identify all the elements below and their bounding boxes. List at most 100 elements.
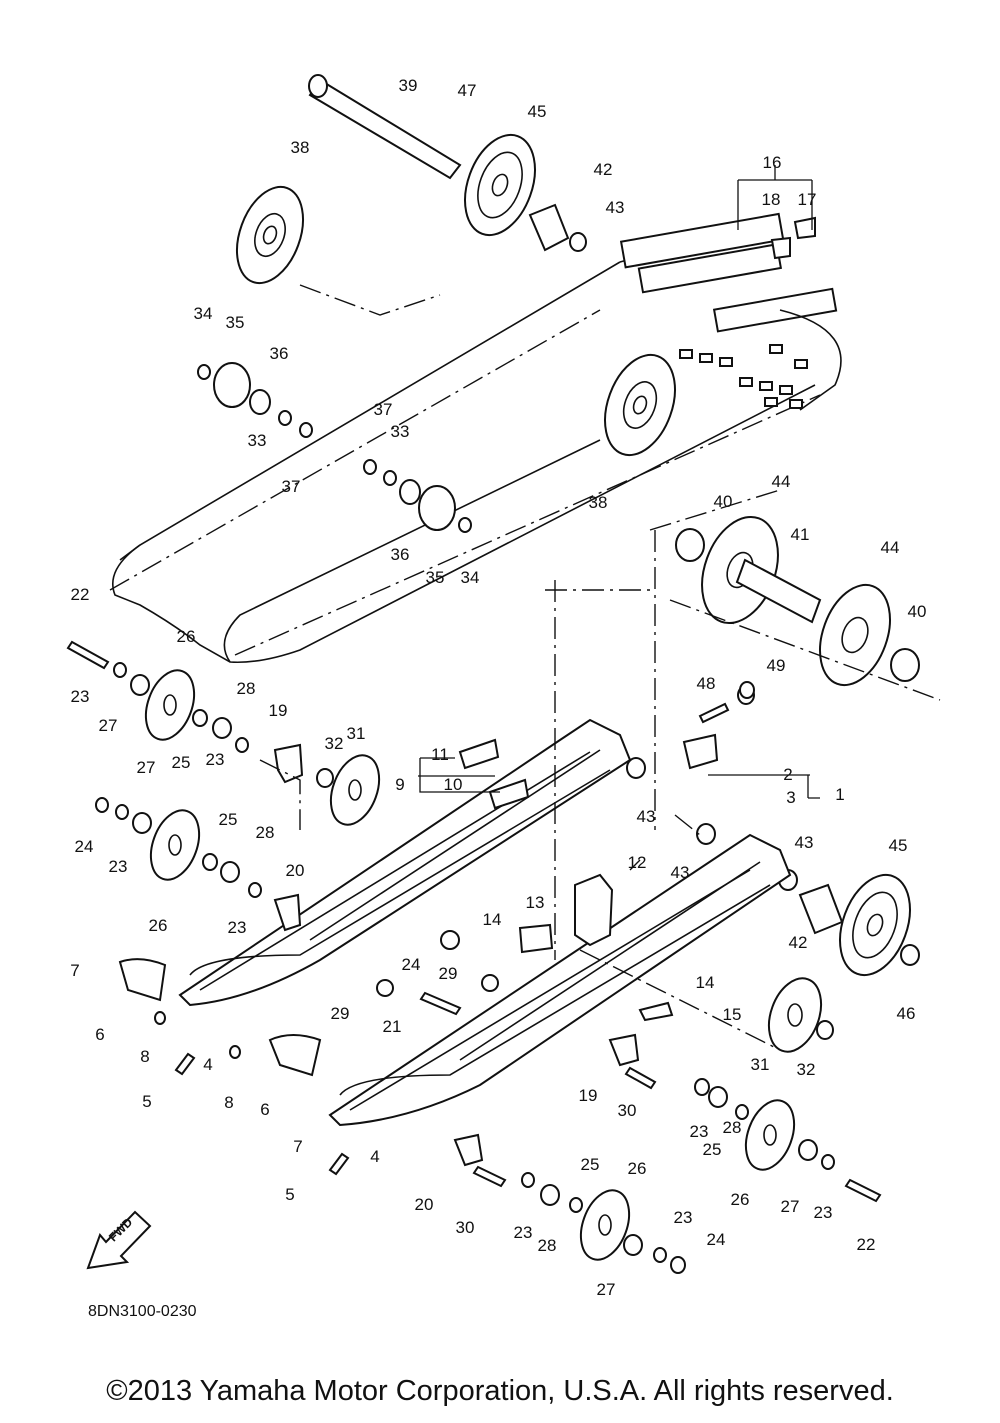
callout-19: 19 [269,701,288,720]
diagram-code: 8DN3100-0230 [88,1303,197,1320]
rear-wheel-45-upper [464,133,536,237]
callout-32: 32 [325,734,344,753]
callout-30: 30 [456,1218,475,1237]
wheel-31-lower [767,977,823,1053]
callout-14: 14 [483,910,502,929]
wheel-44-right [819,583,891,687]
callout-28: 28 [538,1236,557,1255]
washers [197,232,798,891]
callout-40: 40 [908,602,927,621]
callout-23: 23 [109,857,128,876]
callout-43: 43 [606,198,625,217]
wheel-26-lower-mid [579,1189,631,1261]
callout-42: 42 [789,933,808,952]
wheel-31-upper [329,754,381,826]
callout-23: 23 [71,687,90,706]
callout-48: 48 [697,674,716,693]
idler-wheel-38-lower [604,353,676,457]
callout-20: 20 [415,1195,434,1214]
collar-42-lower [798,883,844,935]
callout-10: 10 [444,775,463,794]
callout-13: 13 [526,893,545,912]
callout-27: 27 [781,1197,800,1216]
callout-27: 27 [137,758,156,777]
spacer-40 [675,528,920,682]
callout-29: 29 [439,964,458,983]
callout-12: 12 [628,853,647,872]
callout-45: 45 [528,102,547,121]
callout-18: 18 [762,190,781,209]
callout-25: 25 [219,810,238,829]
callout-36: 36 [270,344,289,363]
callout-49: 49 [767,656,786,675]
callout-19: 19 [579,1086,598,1105]
callout-34: 34 [461,568,480,587]
fwd-arrow: FWD [86,1210,152,1270]
callout-46: 46 [897,1004,916,1023]
leader-lines [259,165,941,1051]
callout-26: 26 [149,916,168,935]
callout-44: 44 [881,538,900,557]
callout-31: 31 [751,1055,770,1074]
callout-15: 15 [723,1005,742,1024]
callout-37: 37 [374,400,393,419]
callout-30: 30 [618,1101,637,1120]
callout-23: 23 [814,1203,833,1222]
callout-22: 22 [71,585,90,604]
callout-11: 11 [431,745,449,764]
callout-34: 34 [194,304,213,323]
callout-32: 32 [797,1060,816,1079]
wheel-26-lower-right [744,1099,796,1171]
callout-26: 26 [731,1190,750,1209]
callout-43: 43 [671,863,690,882]
callout-14: 14 [696,973,715,992]
bolts [66,640,882,1203]
axle-39 [308,74,462,180]
callout-23: 23 [206,750,225,769]
callout-24: 24 [75,837,94,856]
callout-3: 3 [786,788,795,807]
callout-23: 23 [674,1208,693,1227]
callout-39: 39 [399,76,418,95]
copyright-notice: ©2013 Yamaha Motor Corporation, U.S.A. A… [106,1375,894,1407]
callout-45: 45 [889,836,908,855]
callout-25: 25 [703,1140,722,1159]
callout-20: 20 [286,861,305,880]
callout-16: 16 [763,153,782,172]
callout-22: 22 [857,1235,876,1254]
callout-43: 43 [795,833,814,852]
callout-38: 38 [291,138,310,157]
callout-24: 24 [402,955,421,974]
callout-36: 36 [391,545,410,564]
slide-rail-right [328,833,792,1127]
wheel-26-mid [149,809,201,881]
callout-28: 28 [723,1118,742,1137]
callout-6: 6 [95,1025,104,1044]
callout-5: 5 [142,1092,151,1111]
brackets [118,733,719,1167]
callout-23: 23 [228,918,247,937]
callout-42: 42 [594,160,613,179]
callout-2: 2 [783,765,792,784]
callout-38: 38 [589,493,608,512]
callout-28: 28 [256,823,275,842]
callout-23: 23 [514,1223,533,1242]
callout-41: 41 [791,525,810,544]
callout-35: 35 [426,568,445,587]
callout-4: 4 [203,1055,212,1074]
callout-7: 7 [293,1137,302,1156]
callout-28: 28 [237,679,256,698]
callout-27: 27 [597,1280,616,1299]
callout-25: 25 [581,1155,600,1174]
idler-wheel-38-upper [236,185,304,285]
callout-21: 21 [383,1017,402,1036]
callout-4: 4 [370,1147,379,1166]
callout-43: 43 [637,807,656,826]
callout-8: 8 [224,1093,233,1112]
collar-42-upper [528,203,570,252]
callout-47: 47 [458,81,477,100]
callout-25: 25 [172,753,191,772]
callout-9: 9 [395,775,404,794]
callout-26: 26 [628,1159,647,1178]
